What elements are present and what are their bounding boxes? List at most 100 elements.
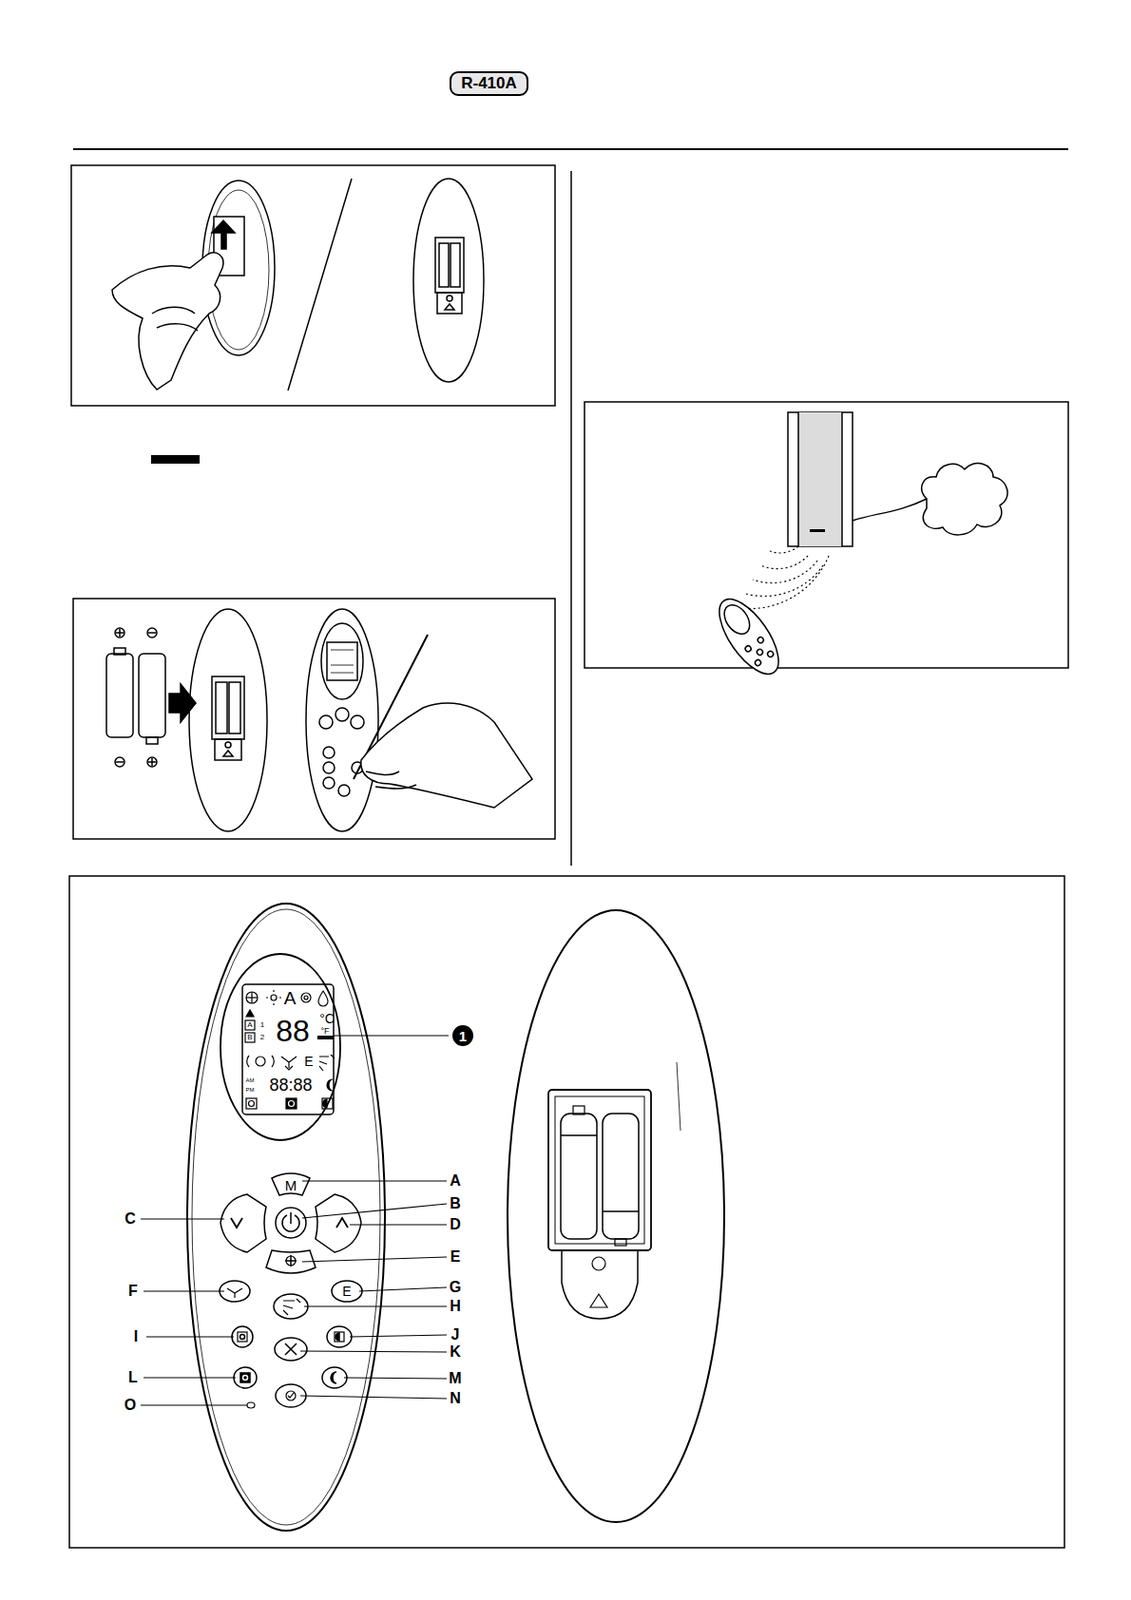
illustration-circle bbox=[246, 992, 258, 1004]
illustration-line bbox=[359, 1287, 447, 1292]
part-letter: G bbox=[449, 1280, 461, 1296]
illustration-rect bbox=[229, 682, 241, 734]
illustration-line bbox=[73, 148, 1069, 151]
refrigerant-badge: R-410A bbox=[449, 71, 529, 96]
illustration-circle bbox=[756, 635, 765, 644]
illustration-path bbox=[227, 1288, 243, 1299]
illustration-rect bbox=[69, 876, 1065, 1549]
illustration-rect bbox=[437, 292, 462, 314]
illustration-circle bbox=[766, 650, 774, 658]
illustration-line bbox=[302, 1180, 447, 1182]
illustration-rect bbox=[246, 1098, 257, 1110]
illustration-line bbox=[115, 761, 124, 764]
part-letter: O bbox=[124, 1398, 136, 1414]
illustration-line bbox=[140, 1218, 225, 1220]
part-letter: M bbox=[448, 1371, 461, 1387]
illustration-path bbox=[271, 1173, 310, 1196]
illustration-path bbox=[315, 1194, 362, 1253]
illustration-ellipse bbox=[220, 954, 341, 1141]
illustration-rect bbox=[71, 165, 556, 406]
illustration-path bbox=[444, 304, 455, 310]
illustration-line bbox=[570, 171, 573, 866]
illustration-path bbox=[281, 1056, 297, 1071]
part-letter: K bbox=[449, 1344, 461, 1361]
illustration-line bbox=[143, 1377, 236, 1379]
display-economy: E bbox=[304, 1054, 313, 1069]
illustration-circle bbox=[286, 1256, 296, 1266]
illustration-g bbox=[140, 1181, 447, 1406]
display-temperature: 88 bbox=[275, 1015, 310, 1047]
illustration-path bbox=[323, 1099, 328, 1109]
illustration-line bbox=[797, 412, 800, 547]
illustration-circle bbox=[335, 708, 349, 722]
illustration-rect bbox=[439, 243, 449, 288]
display-unit: °C bbox=[319, 1012, 335, 1026]
illustration-circle bbox=[225, 742, 231, 748]
part-letter: N bbox=[449, 1391, 461, 1407]
illustration-path bbox=[287, 1393, 294, 1399]
illustration-rect bbox=[317, 1035, 334, 1040]
illustration-line bbox=[143, 1290, 225, 1292]
display-ampm: AM bbox=[246, 1077, 255, 1084]
illustration-ellipse bbox=[306, 609, 379, 832]
callout-number: 1 bbox=[459, 1029, 467, 1044]
illustration-circle bbox=[304, 996, 308, 1000]
illustration-circle bbox=[115, 757, 125, 767]
illustration-ellipse bbox=[273, 1294, 308, 1320]
illustration-line bbox=[349, 1335, 447, 1338]
illustration-circle bbox=[753, 658, 762, 667]
illustration-path bbox=[561, 1250, 638, 1320]
illustration-rect bbox=[245, 1033, 255, 1043]
illustration-rect bbox=[114, 648, 126, 655]
button-text: E bbox=[342, 1284, 351, 1299]
illustration-circle bbox=[452, 1025, 474, 1047]
illustration-line bbox=[349, 1224, 447, 1226]
illustration-rect bbox=[242, 984, 334, 1115]
illustration-circle bbox=[243, 1376, 249, 1381]
illustration-path bbox=[169, 684, 196, 723]
illustration-path bbox=[223, 750, 233, 757]
part-letter: B bbox=[449, 1196, 461, 1212]
illustration-ellipse bbox=[231, 1326, 253, 1348]
illustration-line bbox=[272, 990, 274, 993]
illustration-path bbox=[330, 1372, 337, 1384]
illustration-path bbox=[247, 1055, 250, 1068]
part-letter: H bbox=[449, 1299, 461, 1315]
illustration-circle bbox=[255, 1056, 266, 1067]
display-digit: 1 bbox=[260, 1021, 265, 1030]
illustration-path bbox=[590, 1294, 608, 1308]
illustration-line bbox=[146, 1336, 234, 1338]
illustration-ellipse bbox=[274, 1338, 307, 1362]
illustration-path bbox=[365, 771, 400, 775]
illustration-ellipse bbox=[321, 623, 364, 700]
part-letter: F bbox=[128, 1284, 138, 1300]
part-letter: I bbox=[134, 1329, 138, 1345]
illustration-line bbox=[676, 1062, 681, 1131]
illustration-path bbox=[336, 1218, 348, 1228]
display-ampm: PM bbox=[246, 1087, 255, 1093]
illustration-path bbox=[220, 1194, 267, 1253]
illustration-path bbox=[852, 498, 927, 521]
badge-text: R-410A bbox=[460, 74, 518, 94]
illustration-circle bbox=[350, 715, 365, 729]
illustration-path bbox=[361, 703, 533, 808]
display-mode-auto: A bbox=[284, 989, 297, 1008]
illustration-ellipse bbox=[189, 609, 268, 832]
illustration-rect bbox=[245, 1020, 255, 1031]
illustration-circle bbox=[338, 785, 350, 797]
illustration-circle bbox=[115, 628, 125, 638]
illustration-line bbox=[344, 1378, 447, 1380]
illustration-path bbox=[285, 1343, 297, 1356]
illustration-circle bbox=[286, 1391, 296, 1401]
part-letter: L bbox=[128, 1370, 138, 1386]
illustration-rect bbox=[548, 1090, 652, 1251]
illustration-circle bbox=[592, 1257, 606, 1271]
illustration-circle bbox=[323, 762, 335, 774]
illustration-g bbox=[69, 149, 1069, 1549]
illustration-line bbox=[279, 996, 282, 998]
illustration-circle bbox=[301, 993, 311, 1003]
illustration-circle bbox=[240, 1335, 246, 1341]
illustration-line bbox=[560, 1134, 597, 1137]
illustration-rect bbox=[146, 737, 158, 745]
